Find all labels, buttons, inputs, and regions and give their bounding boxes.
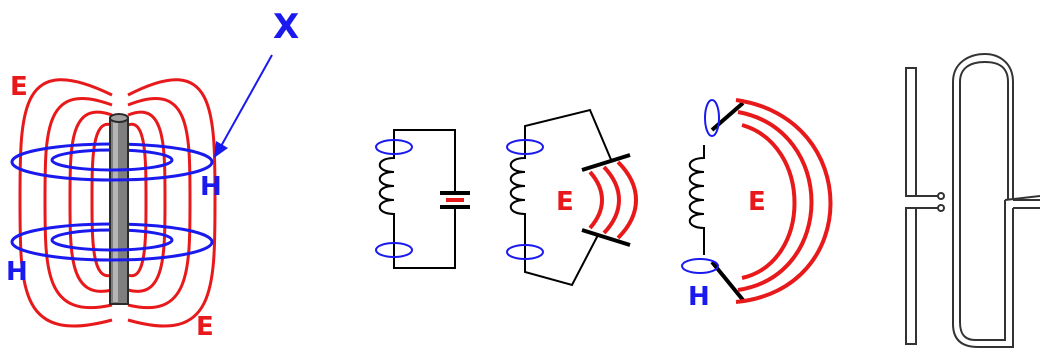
plate-upper-wide xyxy=(710,101,745,132)
dipole-field-figure: X E E H H xyxy=(6,7,299,342)
x-marker-arrow xyxy=(214,54,273,158)
folded-dipole-antenna xyxy=(952,52,1040,348)
e-field-loops-left xyxy=(18,78,113,328)
dipole-rod xyxy=(109,113,129,305)
lc-circuit-closed xyxy=(375,129,470,269)
e-label-right: E xyxy=(748,187,766,217)
e-field-arcs-mid xyxy=(588,160,638,240)
capacitor-small xyxy=(440,191,470,209)
plate-lower xyxy=(581,228,631,247)
e-label-bottom-right: E xyxy=(196,312,214,342)
x-marker-label: X xyxy=(273,7,299,47)
plate-upper xyxy=(581,153,631,172)
straight-dipole-antenna xyxy=(905,67,945,345)
h-label-bottom: H xyxy=(688,282,710,312)
h-label-left: H xyxy=(6,257,28,287)
e-field-arcs-right xyxy=(735,98,833,304)
lc-circuit-open: E H xyxy=(681,98,833,312)
h-label-right: H xyxy=(200,172,222,202)
h-field-rings-front xyxy=(10,159,214,262)
e-label-top-left: E xyxy=(10,72,28,102)
lc-circuit-opening: E xyxy=(506,108,638,287)
e-label-mid: E xyxy=(556,187,574,217)
e-field-loops-right xyxy=(127,78,217,328)
